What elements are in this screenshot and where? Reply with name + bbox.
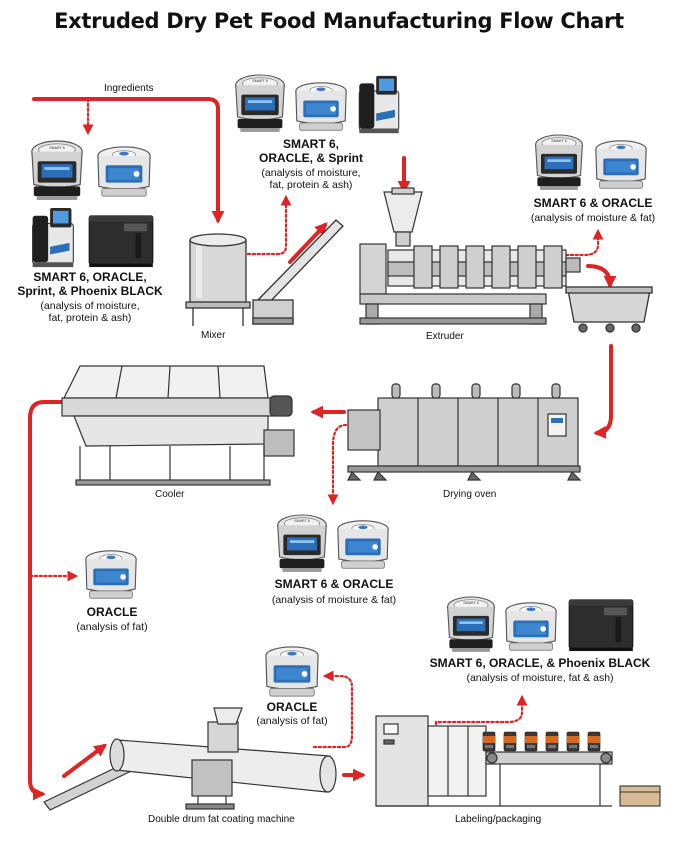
cooler-instruments-label: ORACLE <box>86 605 138 619</box>
cooler-to-coating-arrow <box>28 400 68 801</box>
flow-arrows <box>28 97 617 801</box>
oven-instruments-label: SMART 6 & ORACLE <box>274 577 394 591</box>
instruments-packaging <box>447 596 634 653</box>
phoenix-black-analyzer-icon <box>88 215 154 268</box>
drying-oven-label: Drying oven <box>443 489 497 500</box>
bin-to-oven-arrow <box>593 344 613 439</box>
conveyor-box-icon <box>619 785 661 807</box>
page-title: Extruded Dry Pet Food Manufacturing Flow… <box>54 9 624 33</box>
sampling-arrows <box>28 97 604 749</box>
smart6-lid-label: SMART 6 <box>252 79 267 83</box>
package-bag-icon <box>524 731 538 752</box>
coating-sample-arrow <box>312 670 354 749</box>
into-coating-drum-arrow <box>62 743 108 778</box>
packaging-instruments-label: SMART 6, ORACLE, & Phoenix BLACK <box>429 656 651 670</box>
cooler-analysis-label: (analysis of fat) <box>76 621 148 633</box>
collection-bin <box>565 286 653 333</box>
sprint-analyzer-icon <box>32 207 74 268</box>
coating-machine-label: Double drum fat coating machine <box>148 814 295 825</box>
packaging-sample-arrow <box>434 694 528 731</box>
oracle-analyzer-icon <box>265 646 319 697</box>
ingredients-analysis-label: (analysis of moisture, <box>40 300 140 312</box>
packaging-analysis-label: (analysis of moisture, fat & ash) <box>466 672 614 684</box>
smart6-analyzer-icon <box>535 134 583 191</box>
cooler <box>61 365 295 486</box>
mixer-to-extruder-arrow <box>288 222 328 264</box>
oracle-analyzer-icon <box>295 82 347 131</box>
smart6-analyzer-icon <box>447 596 495 653</box>
smart6-analyzer-icon <box>277 514 327 573</box>
oracle-analyzer-icon <box>97 146 151 197</box>
mixer-instruments-label-2: ORACLE, & Sprint <box>259 151 363 165</box>
mixer <box>185 219 344 326</box>
sprint-analyzer-icon <box>358 75 400 134</box>
extruder-sample-arrow <box>564 228 604 257</box>
package-bag-icon <box>587 731 601 752</box>
instruments-extruder <box>535 134 647 191</box>
cooler-label: Cooler <box>155 489 185 500</box>
phoenix-black-analyzer-icon <box>568 599 634 652</box>
instruments-oven <box>277 514 389 573</box>
ingredients-analysis-label-2: fat, protein & ash) <box>48 312 132 324</box>
oven-analysis-label: (analysis of moisture & fat) <box>271 594 397 606</box>
mixer-instruments-label: SMART 6, <box>282 137 339 151</box>
mixer-analysis-label: (analysis of moisture, <box>261 167 361 179</box>
instruments-mixer <box>235 74 400 134</box>
extruder-instruments-label: SMART 6 & ORACLE <box>533 196 653 210</box>
oracle-analyzer-icon <box>595 140 647 189</box>
coating-analysis-label: (analysis of fat) <box>256 715 328 727</box>
oracle-analyzer-icon <box>337 520 389 569</box>
package-bag-icon <box>503 731 517 752</box>
smart6-lid-label: SMART 6 <box>551 139 566 143</box>
package-bag-icon <box>545 731 559 752</box>
instrument-lid-labels: SMART 6 SMART 6 SMART 6 SMART 6 SMART 6 <box>49 79 566 605</box>
labeling-packaging-label: Labeling/packaging <box>455 814 542 825</box>
instruments-cooler <box>85 550 137 599</box>
oracle-analyzer-icon <box>505 602 557 651</box>
instruments-coating <box>265 646 319 697</box>
packaging-line <box>375 715 613 807</box>
extruder <box>359 187 581 325</box>
ingredients-instruments-label: SMART 6, ORACLE, <box>33 270 147 284</box>
extruder-analysis-label: (analysis of moisture & fat) <box>530 212 656 224</box>
smart6-analyzer-icon <box>235 74 285 133</box>
mixer-sample-arrow <box>246 194 292 256</box>
extruder-to-bin-arrow <box>586 264 617 289</box>
smart6-lid-label: SMART 6 <box>463 601 478 605</box>
drying-oven <box>347 383 582 481</box>
coating-instruments-label: ORACLE <box>266 700 318 714</box>
extruder-label: Extruder <box>426 331 464 342</box>
oracle-analyzer-icon <box>85 550 137 599</box>
mixer-label: Mixer <box>201 330 226 341</box>
packaged-products <box>482 731 601 752</box>
ingredients-label: Ingredients <box>104 83 154 94</box>
package-bag-icon <box>566 731 580 752</box>
oven-sample-arrow <box>327 423 348 506</box>
ingredients-to-mixer-arrow <box>32 97 225 224</box>
ingredients-instruments-label-2: Sprint, & Phoenix BLACK <box>17 284 163 298</box>
smart6-lid-label: SMART 6 <box>49 146 64 150</box>
mixer-analysis-label-2: fat, protein & ash) <box>269 179 353 191</box>
instruments-ingredients <box>31 140 154 268</box>
coating-drum <box>43 707 337 811</box>
package-bag-icon <box>482 731 496 752</box>
smart6-lid-label: SMART 6 <box>294 519 309 523</box>
